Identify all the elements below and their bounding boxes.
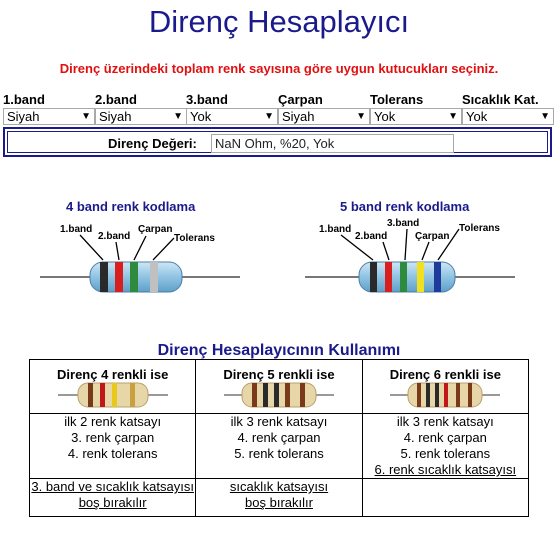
chevron-down-icon: ▼ — [81, 111, 91, 122]
band1-label: 1.band — [3, 92, 45, 107]
five-band-stripe — [385, 262, 392, 292]
tolerance-select[interactable]: Yok▼ — [370, 108, 462, 125]
four-band-stripe — [100, 262, 108, 292]
usage-col-6band-header: Direnç 6 renkli ise — [361, 359, 530, 414]
five-band-stripe — [370, 262, 377, 292]
band3-select[interactable]: Yok▼ — [186, 108, 278, 125]
page-title: Direnç Hesaplayıcı — [148, 4, 410, 39]
four-band-stripe — [150, 262, 158, 292]
four-band-label-1: 1.band — [60, 224, 92, 235]
usage-title: Direnç Hesaplayıcının Kullanımı — [157, 342, 401, 359]
usage-heading-6band: Direnç 6 renkli ise — [389, 367, 501, 382]
five-band-title: 5 band renk kodlama — [340, 199, 470, 214]
instruction-text: Direnç üzerindeki toplam renk sayısına g… — [59, 61, 499, 76]
chevron-down-icon: ▼ — [264, 111, 274, 122]
result-output[interactable]: NaN Ohm, %20, Yok — [211, 134, 454, 153]
usage-rules-5band: ilk 3 renk katsayı 4. renk çarpan 5. ren… — [195, 413, 363, 479]
five-band-resistor-diagram: 1.band 2.band 3.band Çarpan Tolerans — [305, 218, 515, 293]
usage-note-5band: sıcaklık katsayısı boş bırakılır — [195, 478, 363, 517]
band1-select[interactable]: Siyah▼ — [3, 108, 95, 125]
band2-group: 2.band Siyah▼ — [95, 92, 187, 125]
tolerance-label: Tolerans — [370, 92, 424, 107]
five-band-label-3: 3.band — [387, 218, 419, 229]
band1-group: 1.band Siyah▼ — [3, 92, 95, 125]
four-band-stripe — [115, 262, 123, 292]
chevron-down-icon: ▼ — [173, 111, 183, 122]
chevron-down-icon: ▼ — [540, 111, 550, 122]
band2-select[interactable]: Siyah▼ — [95, 108, 187, 125]
five-band-stripe — [434, 262, 441, 292]
usage-heading-4band: Direnç 4 renkli ise — [57, 367, 169, 382]
tempco-label: Sıcaklık Kat. — [462, 92, 539, 107]
result-label: Direnç Değeri: — [108, 136, 197, 151]
four-band-label-2: 2.band — [98, 231, 130, 242]
four-band-label-3: Çarpan — [138, 224, 172, 235]
four-band-resistor-diagram: 1.band 2.band Çarpan Tolerans — [40, 224, 240, 293]
five-band-label-1: 1.band — [319, 224, 351, 235]
resistor-4band-photo — [57, 382, 168, 408]
tempco-group: Sıcaklık Kat. Yok▼ — [462, 92, 554, 125]
band3-label: 3.band — [186, 92, 228, 107]
band3-group: 3.band Yok▼ — [186, 92, 278, 125]
five-band-stripe — [417, 262, 424, 292]
multiplier-group: Çarpan Siyah▼ — [278, 92, 370, 125]
usage-rules-6band: ilk 3 renk katsayı 4. renk çarpan 5. ren… — [361, 413, 530, 479]
resistor-6band-photo — [390, 382, 501, 408]
chevron-down-icon: ▼ — [448, 111, 458, 122]
usage-col-4band-header: Direnç 4 renkli ise — [28, 359, 197, 414]
usage-note-4band: 3. band ve sıcaklık katsayısı boş bırakı… — [28, 478, 197, 517]
resistor-5band-photo — [223, 382, 334, 408]
tolerance-group: Tolerans Yok▼ — [370, 92, 462, 125]
five-band-label-4: Çarpan — [415, 231, 449, 242]
result-panel: Direnç Değeri: NaN Ohm, %20, Yok — [3, 127, 552, 157]
five-band-label-5: Tolerans — [459, 223, 500, 234]
usage-table: Direnç 4 renkli ise Direnç 5 renkli ise — [28, 359, 530, 517]
usage-rules-4band: ilk 2 renk katsayı 3. renk çarpan 4. ren… — [28, 413, 197, 479]
band2-label: 2.band — [95, 92, 137, 107]
usage-note-6band — [361, 478, 530, 517]
chevron-down-icon: ▼ — [356, 111, 366, 122]
multiplier-label: Çarpan — [278, 92, 323, 107]
usage-heading-5band: Direnç 5 renkli ise — [223, 367, 335, 382]
four-band-label-4: Tolerans — [174, 233, 215, 244]
usage-col-5band-header: Direnç 5 renkli ise — [195, 359, 363, 414]
five-band-stripe — [400, 262, 407, 292]
four-band-title: 4 band renk kodlama — [66, 199, 196, 214]
multiplier-select[interactable]: Siyah▼ — [278, 108, 370, 125]
five-band-label-2: 2.band — [355, 231, 387, 242]
tempco-select[interactable]: Yok▼ — [462, 108, 554, 125]
four-band-stripe — [130, 262, 138, 292]
